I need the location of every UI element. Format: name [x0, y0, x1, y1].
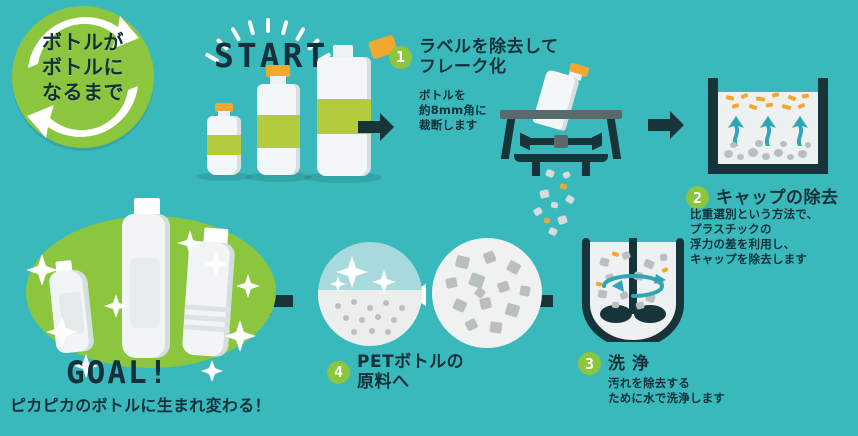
step-1-heading-line-2: フレーク化 [419, 57, 507, 77]
washing-vessel [578, 238, 688, 348]
bottle-shadow [304, 172, 382, 183]
start-bottle-large [306, 45, 382, 176]
bottle-shadow [246, 172, 312, 182]
step-3-sub-line-1: 汚れを除去する [608, 376, 690, 390]
step-4-heading: 4 PETボトルの 原料へ [327, 352, 464, 392]
sparkle-icon [330, 256, 405, 335]
step-1-heading: 1 ラベルを除去して フレーク化 [389, 37, 559, 77]
step-1-sub-line-2: 約8mm角に [419, 103, 487, 117]
step-2-heading-line-1: キャップの除去 [716, 187, 839, 208]
badge-line-3: なるまで [42, 80, 124, 104]
step-4-heading-line-1: PETボトルの [357, 352, 465, 372]
step-2-subtext: 比重選別という方法で、 プラスチックの 浮力の差を利用し、 キャップを除去します [690, 207, 818, 267]
arrow-right-icon [648, 110, 684, 144]
step-2-sub-line-3: 浮力の差を利用し、 [690, 237, 796, 251]
step-2-sub-line-2: プラスチックの [690, 222, 772, 236]
step-1-sub-line-1: ボトルを [419, 88, 466, 102]
step-4-heading-line-2: 原料へ [357, 372, 410, 392]
badge-line-1: ボトルが [42, 30, 124, 54]
step-3-heading-line-1: 洗 浄 [608, 353, 650, 374]
recycle-arrows-icon [27, 16, 139, 138]
goal-bottle-center [112, 198, 178, 358]
goal-label: GOAL! [66, 355, 170, 391]
start-bottle-medium [248, 65, 310, 175]
step-1-sub-line-3: 裁断します [419, 118, 478, 132]
falling-flakes [530, 168, 600, 237]
badge-text: ボトルが ボトルに なるまで [8, 30, 158, 105]
step-1-subtext: ボトルを 約8mm角に 裁断します [419, 88, 487, 133]
arrow-right-icon [358, 112, 394, 146]
step-1-heading-line-1: ラベルを除去して [419, 37, 559, 57]
step-2-number: 2 [686, 186, 709, 209]
step-1-number: 1 [389, 45, 412, 69]
badge-line-2: ボトルに [42, 55, 124, 79]
recycle-badge: ボトルが ボトルに なるまで [8, 2, 158, 152]
step-4-number: 4 [327, 360, 350, 384]
shredder-machine [500, 110, 622, 176]
bottle-shadow [196, 172, 252, 181]
flake-circle [432, 238, 542, 348]
start-bottle-small [200, 103, 248, 175]
step-3-subtext: 汚れを除去する ために水で洗浄します [608, 376, 725, 406]
step-2-sub-line-4: キャップを除去します [690, 252, 807, 266]
step-2-sub-line-1: 比重選別という方法で、 [690, 207, 819, 221]
step-3-heading: 3 洗 浄 [578, 352, 649, 375]
flotation-tank [708, 78, 828, 174]
pellet-circle [318, 242, 422, 346]
step-3-number: 3 [578, 352, 601, 375]
buoyancy-arrows-icon [728, 116, 808, 146]
goal-caption: ピカピカのボトルに生まれ変わる！ [10, 396, 271, 415]
goal-sparkles [26, 230, 260, 382]
step-2-heading: 2 キャップの除去 [686, 186, 839, 209]
step-3-sub-line-2: ために水で洗浄します [608, 391, 725, 405]
